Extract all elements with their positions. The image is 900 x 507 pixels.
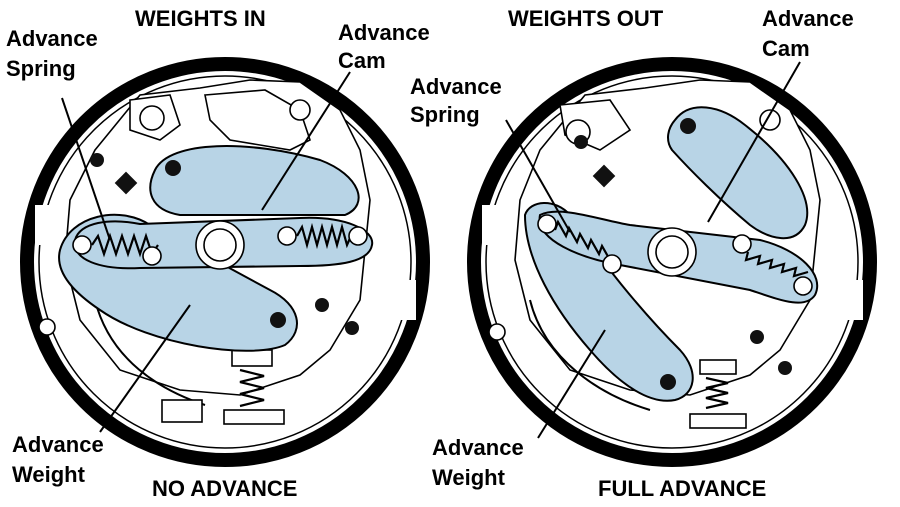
right-lower-weight-pin xyxy=(660,374,676,390)
left-weight-leader xyxy=(99,304,191,433)
left-dot-a xyxy=(315,298,329,312)
right-title-bg xyxy=(505,2,721,32)
right-weight-label-line2: Weight xyxy=(432,465,506,490)
left-caption: NO ADVANCE xyxy=(152,476,297,501)
left-lower-weight-pin xyxy=(270,312,286,328)
right-spring-post-d xyxy=(793,276,813,296)
right-upper-weight xyxy=(667,106,809,240)
right-spring-post-a xyxy=(537,214,557,234)
right-upper-hole xyxy=(759,109,781,131)
left-wire xyxy=(94,299,206,406)
left-spring-leader xyxy=(61,97,111,241)
right-advance-spring-2 xyxy=(744,251,809,278)
right-dot-b xyxy=(778,361,792,375)
right-cam-shaft xyxy=(655,235,689,269)
right-advance-spring-1 xyxy=(553,219,611,261)
left-ring-notch-2 xyxy=(398,280,416,320)
right-spring-post-c xyxy=(732,234,752,254)
right-title: WEIGHTS OUT xyxy=(508,6,664,31)
right-dot-a xyxy=(750,330,764,344)
left-spring-post-d xyxy=(348,226,368,246)
right-ring-notch-2 xyxy=(845,280,863,320)
left-pivot-dot xyxy=(90,153,104,167)
left-advance-spring-2 xyxy=(296,222,353,250)
right-cam-label-line2: Cam xyxy=(762,36,810,61)
left-spring-post-a xyxy=(72,235,92,255)
left-caption-bg xyxy=(148,470,348,502)
left-distributor xyxy=(20,57,430,467)
right-upper-weight-pin xyxy=(680,118,696,134)
right-cam-leader xyxy=(707,61,801,223)
left-lower-spring xyxy=(161,349,285,425)
left-cam-shaft xyxy=(203,228,237,262)
left-upper-hole xyxy=(289,99,311,121)
left-upper-weight-pin xyxy=(165,160,181,176)
left-spring-label-line1: Advance xyxy=(6,26,98,51)
right-wire xyxy=(529,299,651,411)
right-weight-leader xyxy=(537,329,606,439)
right-weight-label-line1: Advance xyxy=(432,435,524,460)
left-cam-label-line1: Advance xyxy=(338,20,430,45)
right-ring-notch xyxy=(482,205,500,245)
right-caption: FULL ADVANCE xyxy=(598,476,766,501)
left-weight-label-line2: Weight xyxy=(12,462,86,487)
left-upper-plate xyxy=(204,89,311,151)
right-cam-label-line1: Advance xyxy=(762,6,854,31)
right-spring-label-line1: Advance xyxy=(410,74,502,99)
right-distributor xyxy=(467,57,877,467)
right-lower-spring xyxy=(689,359,747,429)
left-advance-spring-1 xyxy=(91,232,159,258)
left-upper-weight xyxy=(149,145,360,216)
left-title: WEIGHTS IN xyxy=(135,6,266,31)
right-pivot-dot xyxy=(574,135,588,149)
left-cam-leader xyxy=(261,71,351,211)
right-small-hole xyxy=(488,323,506,341)
left-spring-post-c xyxy=(277,226,297,246)
right-caption-bg xyxy=(595,470,827,502)
left-ring-notch xyxy=(35,205,53,245)
left-small-hole xyxy=(38,318,56,336)
right-spring-label-line2: Spring xyxy=(410,102,480,127)
left-cam-label-line2: Cam xyxy=(338,48,386,73)
left-bracket-hole xyxy=(139,105,165,131)
left-spring-label-line2: Spring xyxy=(6,56,76,81)
right-spring-leader xyxy=(505,119,571,233)
left-dot-b xyxy=(345,321,359,335)
right-spring-post-b xyxy=(602,254,622,274)
left-spring-post-b xyxy=(142,246,162,266)
left-title-bg xyxy=(130,2,308,32)
left-weight-label-line1: Advance xyxy=(12,432,104,457)
